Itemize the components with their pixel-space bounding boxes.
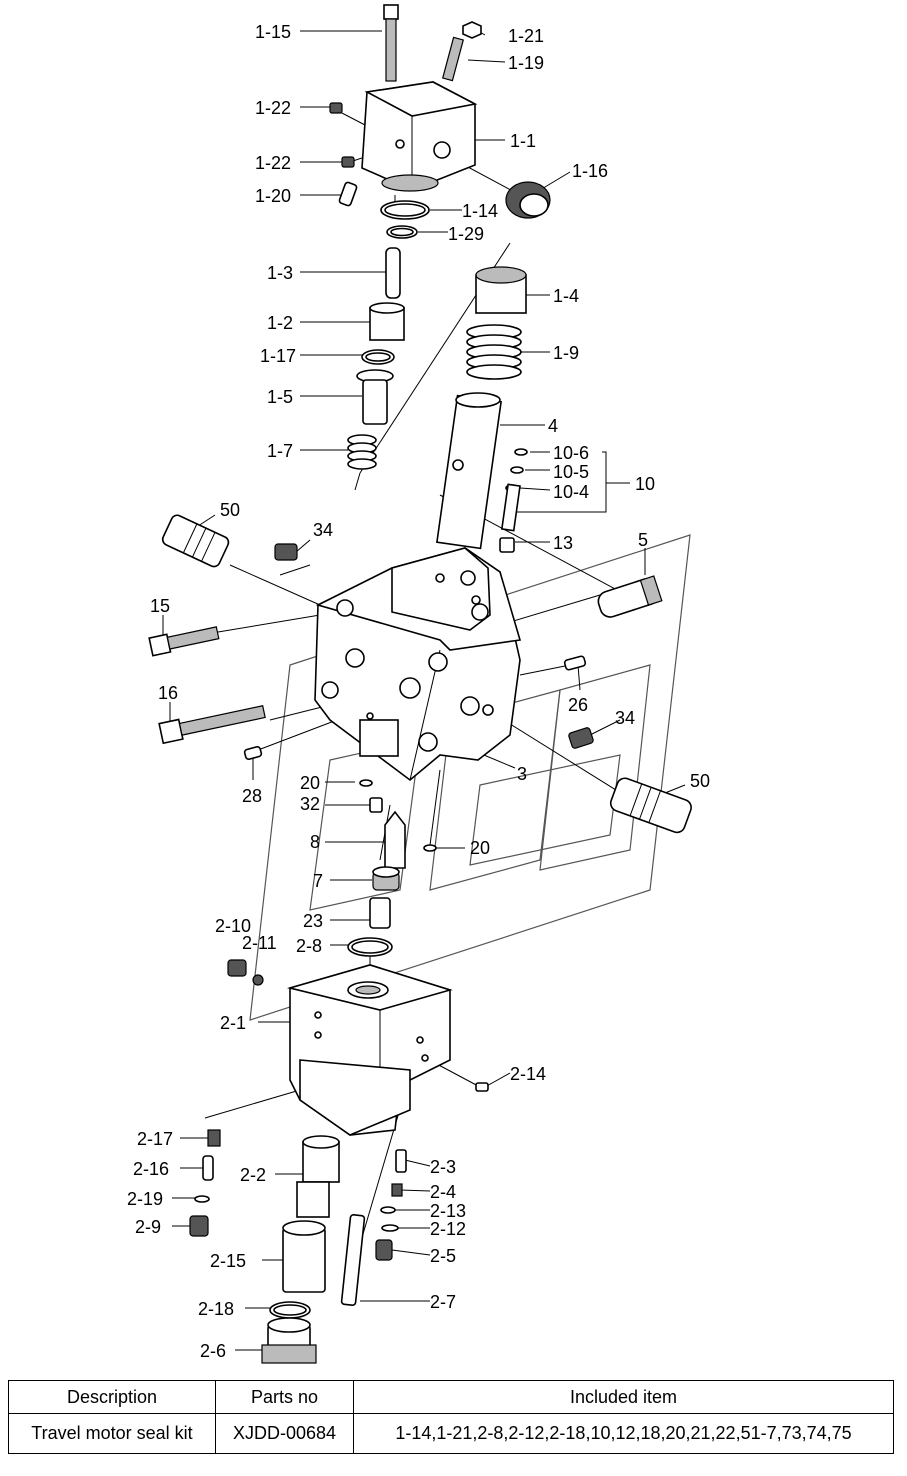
callout-label: 10-4 bbox=[553, 482, 589, 502]
callout-label: 16 bbox=[158, 683, 178, 703]
callout-label: 2-12 bbox=[430, 1219, 466, 1239]
callout-label: 2-1 bbox=[220, 1013, 246, 1033]
column-header-description: Description bbox=[8, 1380, 216, 1414]
cell-description: Travel motor seal kit bbox=[8, 1413, 216, 1454]
callout-label: 20 bbox=[300, 773, 320, 793]
callout-label: 1-1 bbox=[510, 131, 536, 151]
callout-label: 2-14 bbox=[510, 1064, 546, 1084]
callout-label: 1-19 bbox=[508, 53, 544, 73]
callout-labels: 1-15 1-21 1-19 1-22 1-1 1-22 1-16 1-20 1… bbox=[127, 22, 710, 1361]
table-row: Travel motor seal kit XJDD-00684 1-14,1-… bbox=[8, 1413, 894, 1454]
callout-label: 2-10 bbox=[215, 916, 251, 936]
column-header-parts-no: Parts no bbox=[215, 1380, 354, 1414]
column-header-included-item: Included item bbox=[353, 1380, 894, 1414]
callout-label: 26 bbox=[568, 695, 588, 715]
table-header-row: Description Parts no Included item bbox=[8, 1380, 894, 1414]
spring-1-7 bbox=[347, 434, 377, 470]
callout-label: 4 bbox=[548, 416, 558, 436]
spring-1-9 bbox=[466, 324, 522, 380]
callout-label: 1-9 bbox=[553, 343, 579, 363]
callout-label: 1-3 bbox=[267, 263, 293, 283]
callout-label: 10-6 bbox=[553, 443, 589, 463]
callout-label: 2-19 bbox=[127, 1189, 163, 1209]
callout-label: 20 bbox=[470, 838, 490, 858]
lower-block-2-1 bbox=[286, 964, 453, 1136]
callout-label: 34 bbox=[615, 708, 635, 728]
part-shapes bbox=[148, 4, 692, 1364]
callout-label: 2-13 bbox=[430, 1201, 466, 1221]
callout-label: 2-2 bbox=[240, 1165, 266, 1185]
callout-label: 2-11 bbox=[242, 933, 277, 953]
callout-label: 2-8 bbox=[296, 936, 322, 956]
callout-label: 2-18 bbox=[198, 1299, 234, 1319]
callout-label: 1-5 bbox=[267, 387, 293, 407]
callout-label: 28 bbox=[242, 786, 262, 806]
callout-label: 1-29 bbox=[448, 224, 484, 244]
callout-label: 2-15 bbox=[210, 1251, 246, 1271]
callout-label: 2-4 bbox=[430, 1182, 456, 1202]
callout-label: 1-7 bbox=[267, 441, 293, 461]
seal-kit-table: Description Parts no Included item Trave… bbox=[8, 1380, 894, 1454]
callout-label: 1-15 bbox=[255, 22, 291, 42]
callout-label: 2-3 bbox=[430, 1157, 456, 1177]
callout-label: 50 bbox=[220, 500, 240, 520]
callout-label: 10-5 bbox=[553, 462, 589, 482]
callout-label: 8 bbox=[310, 832, 320, 852]
callout-label: 23 bbox=[303, 911, 323, 931]
callout-label: 2-9 bbox=[135, 1217, 161, 1237]
callout-label: 2-5 bbox=[430, 1246, 456, 1266]
callout-label: 34 bbox=[313, 520, 333, 540]
callout-label: 2-16 bbox=[133, 1159, 169, 1179]
callout-label: 2-7 bbox=[430, 1292, 456, 1312]
main-body-3 bbox=[314, 547, 522, 782]
exploded-parts-diagram: 1-15 1-21 1-19 1-22 1-1 1-22 1-16 1-20 1… bbox=[127, 4, 710, 1364]
callout-label: 32 bbox=[300, 794, 320, 814]
callout-label: 1-20 bbox=[255, 186, 291, 206]
callout-label: 13 bbox=[553, 533, 573, 553]
callout-label: 1-17 bbox=[260, 346, 296, 366]
callout-label: 1-2 bbox=[267, 313, 293, 333]
callout-label: 2-6 bbox=[200, 1341, 226, 1361]
callout-label: 5 bbox=[638, 530, 648, 550]
cell-included-item: 1-14,1-21,2-8,2-12,2-18,10,12,18,20,21,2… bbox=[353, 1413, 894, 1454]
callout-label: 1-4 bbox=[553, 286, 579, 306]
cell-parts-no: XJDD-00684 bbox=[215, 1413, 354, 1454]
callout-label: 1-22 bbox=[255, 153, 291, 173]
callout-label: 1-21 bbox=[508, 26, 544, 46]
callout-label: 10 bbox=[635, 474, 655, 494]
callout-label: 3 bbox=[517, 764, 527, 784]
callout-label: 50 bbox=[690, 771, 710, 791]
callout-label: 7 bbox=[313, 871, 323, 891]
callout-label: 1-16 bbox=[572, 161, 608, 181]
callout-label: 1-22 bbox=[255, 98, 291, 118]
callout-label: 1-14 bbox=[462, 201, 498, 221]
callout-label: 15 bbox=[150, 596, 170, 616]
callout-label: 2-17 bbox=[137, 1129, 173, 1149]
